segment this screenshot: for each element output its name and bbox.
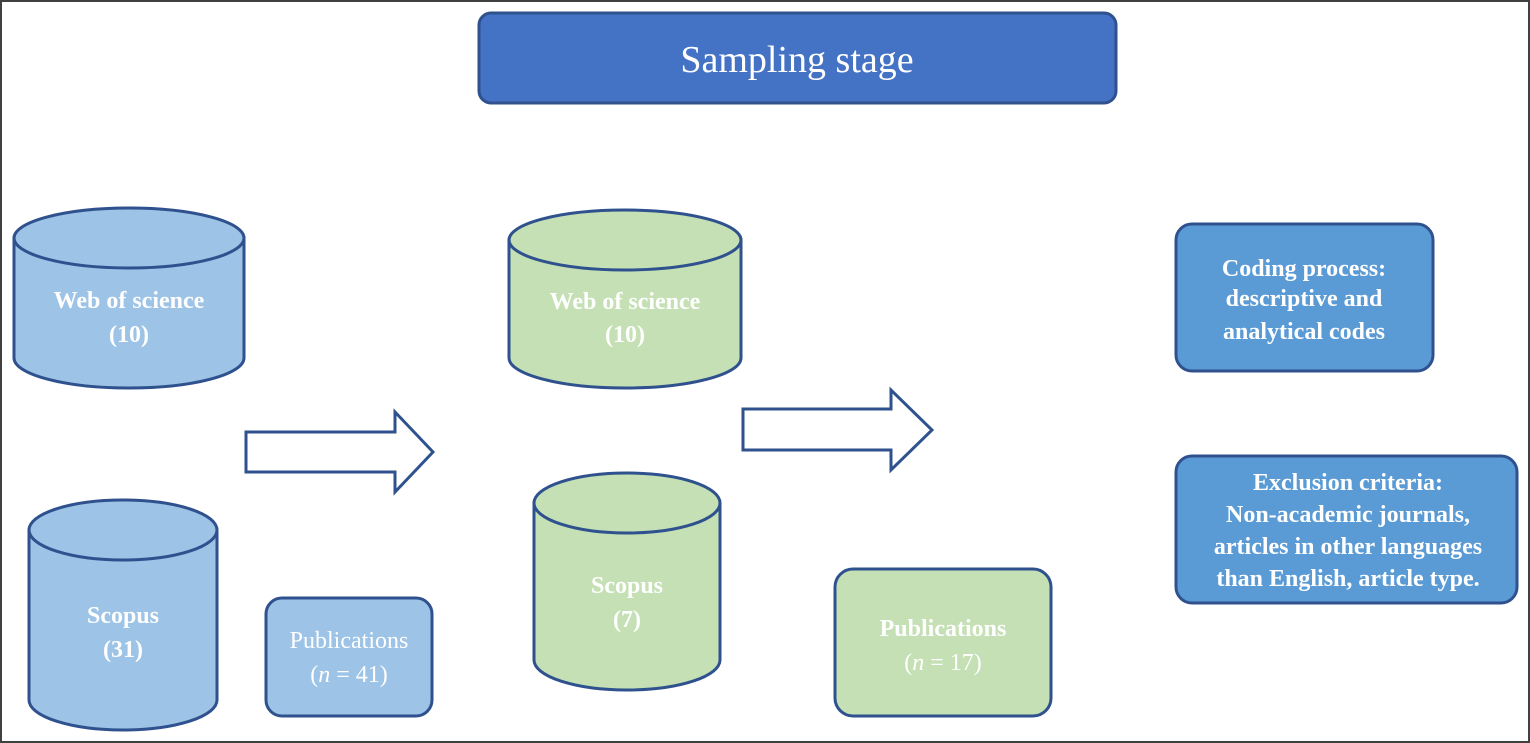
cylinder-wos-initial: Web of science (10) (12, 206, 246, 390)
cylinder-scopus-initial: Scopus (31) (27, 498, 219, 732)
coding-line-1: Coding process: (1222, 256, 1386, 282)
scopus-initial-count: (31) (103, 637, 143, 663)
coding-process-box: Coding process: descriptive and analytic… (1174, 222, 1435, 373)
exclusion-criteria-box: Exclusion criteria: Non-academic journal… (1174, 454, 1519, 605)
exclusion-line-2: Non-academic journals, (1226, 502, 1470, 528)
wos-filtered-count: (10) (605, 322, 645, 348)
scopus-filtered-label: Scopus (591, 573, 663, 599)
publications-initial-count: (n = 41) (310, 662, 388, 688)
title-box-shape (477, 11, 1118, 105)
scopus-filtered-count: (7) (613, 607, 641, 633)
wos-initial-label: Web of science (54, 288, 205, 314)
coding-line-2: descriptive and (1226, 286, 1383, 312)
page-title: Sampling stage (680, 39, 913, 81)
exclusion-line-4: than English, article type. (1216, 566, 1479, 592)
scopus-initial-label: Scopus (87, 603, 159, 629)
cylinder-scopus-filtered: Scopus (7) (532, 471, 722, 692)
wos-initial-count: (10) (109, 322, 149, 348)
cylinder-wos-filtered: Web of science (10) (507, 208, 743, 390)
publications-filtered-box: Publications (n = 17) (833, 567, 1053, 718)
publications-initial-box: Publications (n = 41) (264, 596, 434, 718)
publications-filtered-count: (n = 17) (904, 650, 982, 676)
title-box: Sampling stage (477, 11, 1118, 105)
exclusion-line-1: Exclusion criteria: (1253, 470, 1443, 496)
exclusion-line-3: articles in other languages (1214, 534, 1482, 560)
wos-filtered-label: Web of science (550, 289, 701, 315)
publications-filtered-label: Publications (880, 616, 1007, 642)
publications-initial-label: Publications (290, 628, 409, 654)
coding-line-3: analytical codes (1223, 319, 1385, 345)
arrow-right-icon (741, 386, 935, 474)
arrow-right-icon (244, 408, 436, 496)
